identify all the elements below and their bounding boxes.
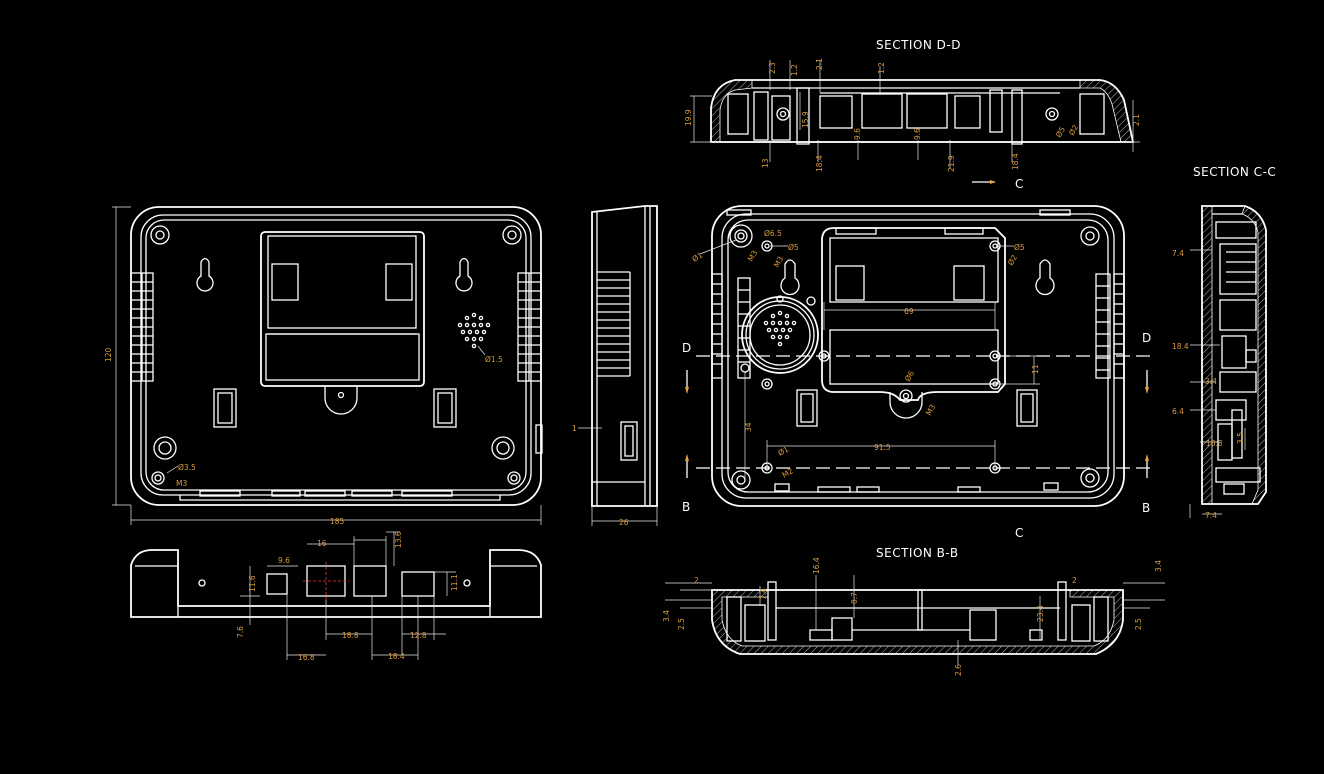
dim-bot-96: 9.6 bbox=[278, 556, 290, 565]
dim-fr-phi6: Ø6 bbox=[903, 369, 916, 383]
dim-bot-76: 7.6 bbox=[236, 626, 245, 638]
dim-fr-m3b: M3 bbox=[772, 255, 786, 269]
dim-bot-136: 13.6 bbox=[394, 531, 403, 548]
dim-cc-184: 18.4 bbox=[1172, 342, 1189, 351]
label-d-right: D bbox=[1142, 331, 1152, 345]
dim-cc-74a: 7.4 bbox=[1172, 249, 1184, 258]
dim-fr-phi65: Ø6.5 bbox=[764, 229, 782, 238]
dim-bb-164: 16.4 bbox=[812, 557, 821, 574]
dim-bb-25b: 2.5 bbox=[1134, 618, 1143, 630]
dim-dd-phi2: Ø2 bbox=[1067, 123, 1080, 137]
dim-back-m3: M3 bbox=[176, 479, 187, 488]
dim-bb-2a: 2 bbox=[694, 576, 699, 585]
dim-fr-m3a: M3 bbox=[746, 249, 760, 263]
dim-fr-915: 91.5 bbox=[874, 443, 891, 452]
dim-dd-199: 19.9 bbox=[684, 109, 693, 126]
dim-back-width: 185 bbox=[330, 517, 345, 526]
dim-dd-21b: 2.1 bbox=[1132, 114, 1141, 126]
dim-side-depth: 26 bbox=[619, 518, 629, 527]
label-c-bottom: C bbox=[1015, 526, 1024, 540]
dim-back-phi15: Ø1.5 bbox=[485, 355, 503, 364]
dim-back-phi35: Ø3.5 bbox=[178, 463, 196, 472]
dim-bot-116: 11.6 bbox=[248, 575, 257, 592]
dim-fr-69: 69 bbox=[904, 307, 914, 316]
dim-dd-159: 15.9 bbox=[801, 111, 810, 128]
dim-fr-phi5b: Ø5 bbox=[1014, 243, 1025, 252]
dim-bot-188: 18.8 bbox=[342, 631, 359, 640]
dim-bb-2b: 2 bbox=[1072, 576, 1077, 585]
dim-bot-128: 12.8 bbox=[410, 631, 427, 640]
section-bb-view bbox=[665, 575, 1165, 665]
dim-fr-m1: Ø1 bbox=[691, 250, 705, 263]
dim-bot-111: 11.1 bbox=[450, 574, 459, 591]
dim-dd-96a: 9.6 bbox=[853, 128, 862, 140]
label-section-cc: SECTION C-C bbox=[1193, 165, 1276, 179]
dim-fr-phi5a: Ø5 bbox=[788, 243, 799, 252]
dim-fr-m3c: M3 bbox=[924, 403, 938, 417]
dim-dd-23: 2.3 bbox=[768, 62, 777, 74]
dim-bb-34a: 3.4 bbox=[662, 610, 671, 622]
dim-dd-12a: 1.2 bbox=[790, 64, 799, 76]
label-section-bb: SECTION B-B bbox=[876, 546, 959, 560]
dim-dd-184b: 18.4 bbox=[1011, 153, 1020, 170]
section-cc-view bbox=[1189, 205, 1267, 518]
dim-cc-64: 6.4 bbox=[1172, 407, 1184, 416]
dim-fr-11: 11 bbox=[1031, 364, 1040, 374]
dim-bb-26: 2.6 bbox=[954, 664, 963, 676]
front-interior-view bbox=[685, 205, 1150, 507]
bottom-view bbox=[130, 531, 542, 660]
dim-fr-34: 34 bbox=[744, 422, 753, 432]
dim-back-height: 120 bbox=[104, 347, 113, 362]
dim-bb-34b: 3.4 bbox=[1154, 560, 1163, 572]
dim-dd-96b: 9.6 bbox=[913, 128, 922, 140]
label-b-left: B bbox=[682, 500, 691, 514]
dim-bot-16: 16 bbox=[317, 539, 327, 548]
dim-bb-74: 7.4 bbox=[759, 588, 768, 600]
dim-bb-25a: 2.5 bbox=[677, 618, 686, 630]
dim-side-one: 1 bbox=[572, 424, 577, 433]
dim-fr-phi1: Ø1 bbox=[777, 444, 791, 457]
section-dd-view bbox=[690, 60, 1140, 184]
label-section-dd: SECTION D-D bbox=[876, 38, 961, 52]
dim-cc-34: 3.4 bbox=[1205, 377, 1217, 386]
dim-dd-219: 21.9 bbox=[947, 155, 956, 172]
dim-dd-13: 13 bbox=[761, 158, 770, 168]
dim-cc-35: 3.5 bbox=[1236, 432, 1245, 444]
dim-dd-12b: 1.2 bbox=[877, 62, 886, 74]
dim-dd-phi5: Ø5 bbox=[1054, 125, 1067, 139]
label-b-right: B bbox=[1142, 501, 1151, 515]
side-view bbox=[578, 205, 658, 526]
label-d-left: D bbox=[682, 341, 692, 355]
dim-dd-184a: 18.4 bbox=[815, 155, 824, 172]
label-c-top: C bbox=[1015, 177, 1024, 191]
dim-bb-07: 0.7 bbox=[850, 592, 859, 604]
dim-bot-168: 16.8 bbox=[298, 653, 315, 662]
dim-cc-74b: 7.4 bbox=[1205, 511, 1217, 520]
dim-dd-21a: 2.1 bbox=[815, 58, 824, 70]
dim-bb-234: 23.4 bbox=[1036, 605, 1045, 622]
back-view bbox=[112, 206, 543, 525]
dim-cc-108: 10.8 bbox=[1206, 439, 1223, 448]
dim-fr-phi2: Ø2 bbox=[1006, 253, 1019, 267]
dim-bot-184: 18.4 bbox=[388, 652, 405, 661]
